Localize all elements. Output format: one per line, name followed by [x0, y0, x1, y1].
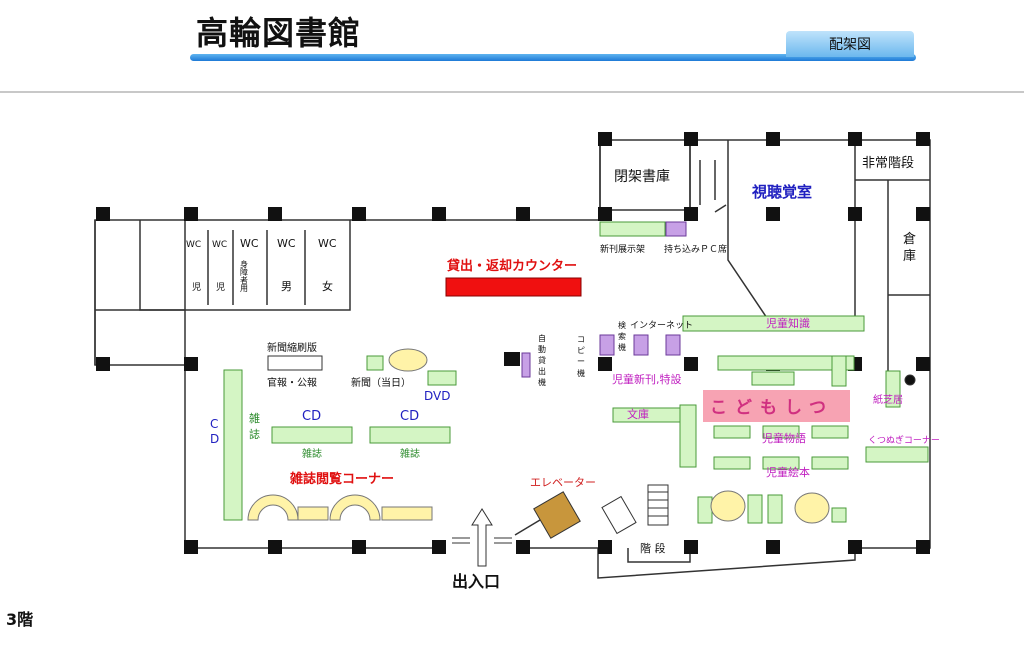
copier-label-2: ピ [577, 346, 585, 355]
tables [247, 348, 830, 524]
wc-accessible-label: 身障者用 [240, 259, 249, 293]
copier-label-3: ー [577, 357, 585, 366]
new-display-shelf [599, 221, 666, 237]
elevator-label: エレベーター [530, 476, 596, 489]
search-label-3: 機 [618, 342, 626, 352]
cd-vertical-label-1: C [210, 417, 218, 431]
new-display-label: 新刊展示架 [600, 243, 645, 255]
wc-child-label: 児 [216, 282, 225, 293]
divider [0, 91, 1024, 93]
gazette-label: 官報・公報 [267, 376, 317, 389]
copier-label-1: コ [577, 335, 585, 344]
wc-female-label: 女 [322, 279, 333, 293]
cd-vertical-label-2: D [210, 432, 219, 446]
shelves [223, 221, 929, 524]
dvd-label: DVD [424, 389, 450, 403]
kids-room-label: こどもしつ [710, 398, 834, 418]
children-new-label: 児童新刊,特設 [612, 372, 682, 386]
cd-label-2: CD [400, 409, 419, 424]
storage-label-1: 倉 [903, 232, 916, 247]
self-checkout-label-5: 機 [538, 377, 546, 387]
av-room-label: 視聴覚室 [751, 183, 812, 201]
entrance-arrow-icon [452, 508, 512, 567]
wc-label: WC [212, 240, 227, 250]
newspaper-today-label: 新聞（当日） [351, 376, 411, 389]
floor-map-tab[interactable]: 配架図 [786, 31, 914, 57]
children-picture-label: 児童絵本 [766, 465, 810, 479]
children-stories-label: 児童物語 [762, 431, 806, 445]
stairs-icon [601, 374, 916, 535]
cd-shelf-2 [369, 426, 451, 444]
self-checkout-label-4: 出 [538, 366, 546, 376]
wc-label: WC [318, 237, 337, 250]
emergency-stairs-label: 非常階段 [862, 156, 914, 171]
page-title: 高輪図書館 [196, 14, 362, 52]
stairs-label: 階 段 [640, 541, 666, 555]
checkout-counter [445, 277, 582, 297]
cd-shelf-1 [271, 426, 353, 444]
elevator [533, 491, 581, 539]
magazine-shelf-vertical [223, 369, 243, 521]
children-knowledge-label: 児童知識 [766, 316, 810, 330]
magazine-corner-label: 雑誌閲覧コーナー [289, 471, 394, 487]
entrance-label: 出入口 [452, 572, 500, 591]
magazine-vertical-label-2: 誌 [249, 427, 260, 441]
machines [521, 221, 687, 378]
cd-label-1: CD [302, 409, 321, 424]
wc-label: WC [186, 240, 201, 250]
pc-seats-label: 持ち込みＰＣ席 [664, 243, 727, 255]
pillars [96, 132, 930, 554]
wc-child-label: 児 [192, 282, 201, 293]
wc-male-label: 男 [281, 280, 292, 293]
wc-label: WC [277, 237, 296, 250]
storage-label-2: 庫 [903, 249, 916, 264]
kamishibai-label: 紙芝居 [873, 393, 903, 406]
self-checkout-label-3: 貸 [538, 355, 546, 365]
copier-label-4: 機 [577, 368, 585, 378]
magazine-label-1: 雑誌 [302, 447, 322, 460]
bunko-label: 文庫 [627, 407, 649, 421]
internet-label: インターネット [630, 320, 693, 331]
self-checkout-label-1: 自 [538, 333, 546, 343]
self-checkout-label-2: 動 [538, 345, 546, 354]
counter-label: 貸出・返却カウンター [447, 258, 577, 274]
kids-room-area [703, 390, 850, 422]
header-bar [190, 54, 916, 61]
search-label-2: 索 [618, 331, 626, 341]
wc-label: WC [240, 237, 259, 250]
search-label-1: 検 [618, 320, 626, 330]
children-knowledge-shelf [682, 315, 865, 332]
magazine-label-2: 雑誌 [400, 447, 420, 460]
magazine-vertical-label-1: 雑 [249, 411, 260, 425]
reduced-print-label: 新聞縮刷版 [267, 341, 317, 354]
closed-stacks-label: 閉架書庫 [614, 168, 670, 185]
shoes-corner-label: くつぬぎコーナー [868, 434, 940, 446]
floor-label: 3階 [6, 610, 34, 629]
